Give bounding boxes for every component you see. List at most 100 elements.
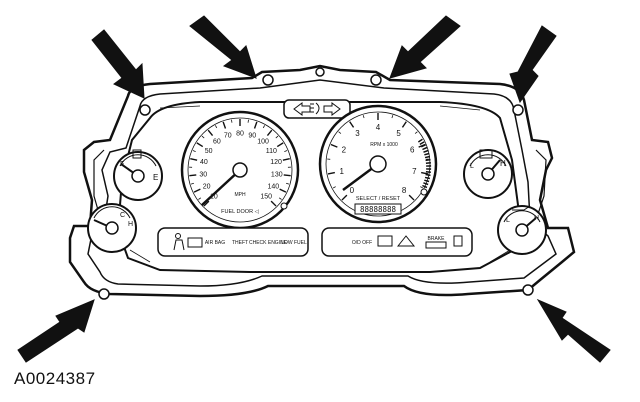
screw-top-right: [512, 104, 524, 116]
tick-label: 50: [205, 148, 213, 155]
screw-top-center-left: [262, 74, 274, 86]
tick-mark: [201, 135, 205, 139]
tick-mark: [262, 125, 266, 129]
tick-label: 30: [199, 172, 207, 179]
screw-top-center-right: [370, 74, 382, 86]
tick-mark: [327, 171, 335, 175]
tachometer-tick-marks: [327, 113, 429, 201]
tick-mark: [189, 174, 197, 177]
arrow-top-left: [91, 29, 145, 99]
tick-mark: [198, 197, 202, 200]
warning-low-fuel: LOW FUEL: [281, 240, 307, 246]
arrow-top-center-right: [389, 15, 461, 79]
tick-mark: [193, 188, 201, 193]
tick-label: 110: [266, 148, 277, 155]
warning-od-off: O/D OFF: [352, 240, 372, 246]
tick-mark: [190, 157, 198, 161]
turn-signal-indicator-box: [283, 99, 351, 119]
warning-panel-right: O/D OFF BRAKE: [321, 227, 473, 257]
tick-mark: [283, 174, 291, 177]
tick-mark: [207, 129, 214, 137]
tick-mark: [231, 119, 233, 123]
redline-band: [417, 138, 432, 190]
tick-mark: [253, 121, 258, 129]
tick-mark: [418, 143, 426, 148]
oil-gauge-h: H: [534, 215, 539, 222]
speedometer-tick-marks: [189, 119, 291, 207]
tick-label: 7: [412, 167, 417, 176]
fuel-door-label: FUEL DOOR ◁: [221, 209, 259, 215]
tick-label: 120: [270, 159, 282, 166]
oil-can-icon: [512, 205, 531, 211]
select-reset-knob: [420, 188, 428, 196]
oil-gauge-l: L: [506, 217, 510, 224]
tick-mark: [341, 194, 348, 201]
tick-mark: [270, 200, 277, 207]
callout-arrows: [17, 15, 611, 363]
tick-mark: [286, 182, 290, 185]
warning-airbag: AIR BAG: [205, 240, 225, 246]
tick-mark: [338, 131, 342, 134]
tachometer-hub: [369, 155, 387, 173]
warning-panel-left: AIR BAG THEFT CHECK ENGINE LOW FUEL: [157, 227, 309, 257]
tick-mark: [279, 188, 287, 193]
tick-label: 1: [339, 167, 344, 176]
tick-mark: [420, 186, 424, 189]
cluster-housing: [68, 64, 576, 298]
tick-mark: [330, 143, 338, 148]
tick-mark: [408, 194, 415, 201]
tick-mark: [192, 150, 196, 153]
tick-label: 60: [213, 139, 221, 146]
tick-mark: [421, 171, 429, 175]
tick-label: 40: [200, 159, 208, 166]
arrow-bottom-right: [536, 298, 611, 363]
tick-mark: [247, 119, 249, 123]
warning-theft: THEFT: [232, 240, 248, 246]
tick-mark: [196, 142, 204, 148]
tick-mark: [332, 186, 336, 189]
tick-mark: [284, 150, 288, 153]
tick-mark: [362, 115, 365, 119]
fuel-gauge: F E: [113, 149, 163, 201]
speedometer-needle: [201, 169, 241, 206]
seatbelt-icon: [175, 233, 181, 239]
mounting-screws: [98, 67, 534, 300]
oil-pressure-gauge: L H: [497, 205, 547, 255]
speedometer-hub: [232, 162, 248, 178]
tick-label: 5: [396, 129, 401, 138]
tick-mark: [276, 142, 284, 148]
voltmeter-gauge: L H: [463, 149, 513, 199]
odometer-digits: 88888888: [360, 205, 397, 214]
locator-tab: [315, 67, 325, 77]
tick-label: 6: [410, 146, 415, 155]
tick-mark: [190, 182, 194, 185]
tick-label: 80: [236, 130, 244, 137]
tick-mark: [266, 129, 273, 137]
fuel-cap-icon: [453, 235, 463, 247]
tick-mark: [414, 131, 418, 134]
high-beam-icon: [310, 102, 320, 115]
tick-mark: [222, 121, 227, 129]
tick-label: 20: [203, 184, 211, 191]
tick-label: 130: [271, 172, 283, 179]
screw-bottom-left: [98, 288, 110, 300]
temp-gauge-h: H: [128, 221, 133, 228]
figure-id-label: A0024387: [14, 369, 96, 388]
screw-bottom-right: [522, 284, 534, 296]
tick-label: 150: [260, 194, 272, 201]
battery-icon: [479, 149, 493, 159]
tick-label: 3: [355, 129, 360, 138]
tick-label: 90: [248, 133, 256, 140]
volt-gauge-h: H: [500, 159, 506, 168]
charging-icon: [187, 237, 203, 248]
tick-mark: [214, 125, 218, 129]
tick-label: 0: [350, 186, 355, 195]
tick-label: 4: [376, 123, 381, 132]
tick-label: 8: [402, 186, 407, 195]
trip-reset-knob: [280, 202, 288, 210]
right-turn-arrow-icon: [323, 102, 341, 116]
